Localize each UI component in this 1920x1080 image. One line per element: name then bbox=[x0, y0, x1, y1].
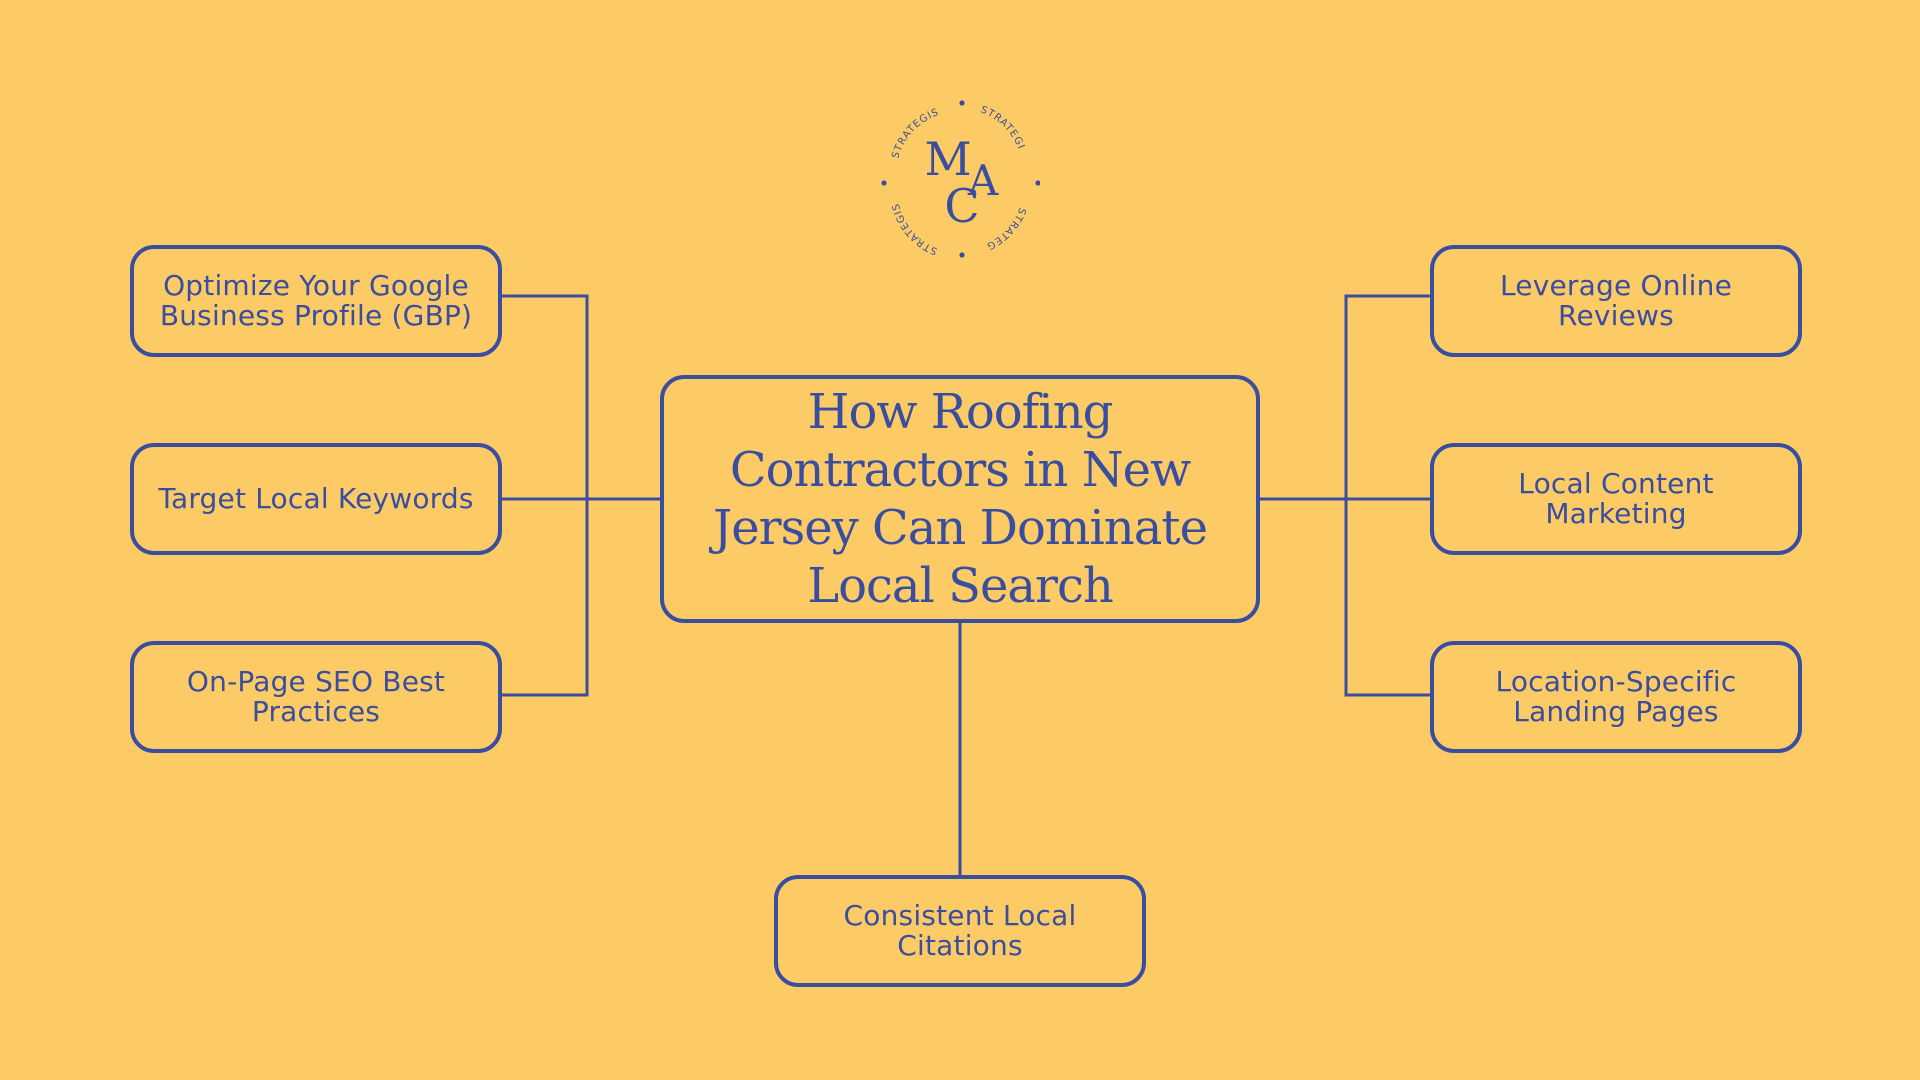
node-label: On-Page SEO Best Practices bbox=[186, 665, 446, 728]
node-label: Location-Specific Landing Pages bbox=[1495, 665, 1737, 728]
node-label: Target Local Keywords bbox=[158, 482, 474, 515]
node-label: Local Content Marketing bbox=[1518, 467, 1714, 530]
logo-dot-top bbox=[959, 100, 965, 106]
node-on-page-seo: On-Page SEO Best Practices bbox=[130, 641, 502, 753]
node-local-content-marketing: Local Content Marketing bbox=[1430, 443, 1802, 555]
central-topic-box: How Roofing Contractors in New Jersey Ca… bbox=[660, 375, 1260, 623]
logo-monogram-m: M bbox=[924, 132, 971, 186]
node-consistent-citations: Consistent Local Citations bbox=[774, 875, 1146, 987]
node-label: Optimize Your Google Business Profile (G… bbox=[159, 269, 473, 332]
logo-dot-right bbox=[1035, 180, 1040, 186]
node-optimize-gbp: Optimize Your Google Business Profile (G… bbox=[130, 245, 502, 357]
logo-dot-left bbox=[881, 180, 887, 186]
logo-dot-bottom bbox=[959, 252, 965, 258]
node-location-landing-pages: Location-Specific Landing Pages bbox=[1430, 641, 1802, 753]
logo-monogram-c: C bbox=[944, 179, 979, 233]
node-leverage-reviews: Leverage Online Reviews bbox=[1430, 245, 1802, 357]
node-target-local-keywords: Target Local Keywords bbox=[130, 443, 502, 555]
logo-monogram-a: A bbox=[967, 156, 999, 205]
node-label: Consistent Local Citations bbox=[843, 899, 1077, 962]
central-topic-title: How Roofing Contractors in New Jersey Ca… bbox=[713, 384, 1208, 614]
node-label: Leverage Online Reviews bbox=[1499, 269, 1733, 332]
